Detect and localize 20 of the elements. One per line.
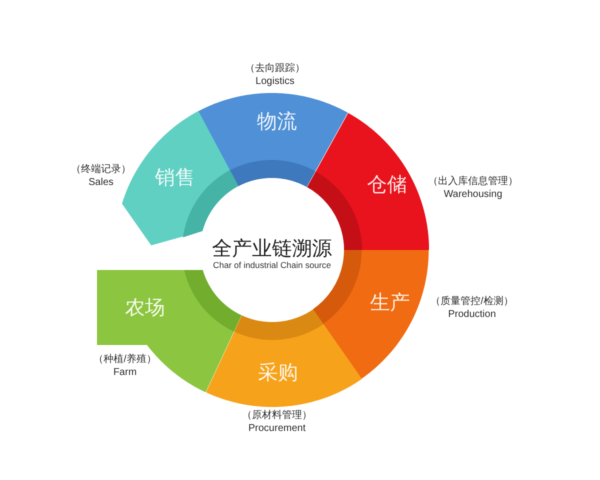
stage-caption: （出入库信息管理） [428,176,518,188]
stage-caption: Farm [113,366,137,379]
segment-label: 农场 [125,298,165,318]
stage-caption: （质量管控/检测） [430,296,514,308]
segment-label: 仓储 [366,174,407,195]
stage-caption: Production [448,308,496,321]
stage-caption: （原材料管理） [242,410,312,422]
segment-label: 销售 [154,168,195,188]
stage-caption: Procurement [248,422,306,435]
segment-label: 生产 [370,293,410,313]
stage-caption: （种植/养殖） [94,354,156,366]
segment-label: 物流 [256,112,297,132]
stage-caption: Sales [88,176,114,189]
segment-label: 采购 [258,362,298,383]
center-title: 全产业链溯源 [212,238,332,260]
stage-caption: （终端记录） [71,164,131,176]
stage-caption: （去向跟踪） [245,63,305,76]
stage-caption: Logistics [256,76,294,88]
center-subtitle: Char of industrial Chain source [213,260,331,272]
stage-caption: Warehousing [444,188,502,201]
